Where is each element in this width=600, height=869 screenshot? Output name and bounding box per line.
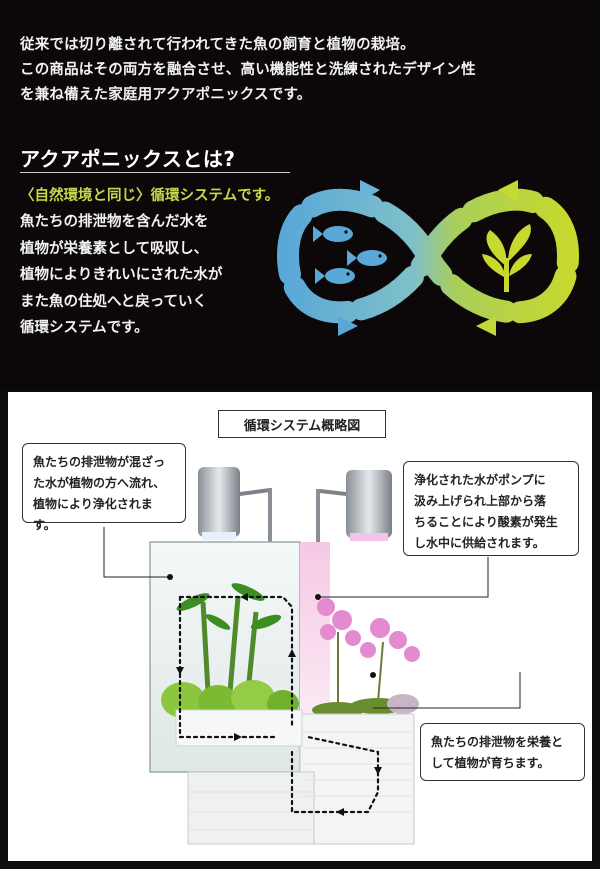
fish-icon <box>313 226 353 242</box>
callout-line: 浄化された水がポンプに <box>414 473 546 487</box>
section-subhead: 〈自然環境と同じ〉循環システムです。 <box>20 188 280 204</box>
callout-plant-growth: 魚たちの排泄物を栄養と して植物が育ちます。 <box>420 723 585 781</box>
callout-purification: 魚たちの排泄物が混ざっ た水が植物の方へ流れ、 植物により浄化されます。 <box>22 443 186 532</box>
diagram-title: 循環システム概略図 <box>218 410 386 438</box>
heading-divider <box>20 172 290 173</box>
callout-line: ちることにより酸素が発生 <box>414 515 558 529</box>
intro-line: 従来では切り離されて行われてきた魚の飼育と植物の栽培。 <box>20 37 415 53</box>
desc-line: また魚の住処へと戻っていく <box>20 293 208 310</box>
callout-line: して植物が育ちます。 <box>431 756 550 770</box>
intro-line: を兼ね備えた家庭用アクアポニックスです。 <box>20 87 312 103</box>
bottom-border <box>0 861 600 869</box>
callout-line: 魚たちの排泄物を栄養と <box>431 735 564 749</box>
section-description: 魚たちの排泄物を含んだ水を 植物が栄養素として吸収し、 植物によりきれいにされた… <box>20 209 290 342</box>
callout-line: 魚たちの排泄物が混ざっ <box>33 455 166 469</box>
fish-icon <box>315 268 355 284</box>
desc-line: 植物が栄養素として吸収し、 <box>20 240 209 257</box>
desc-line: 植物によりきれいにされた水が <box>20 267 223 283</box>
desc-line: 循環システムです。 <box>20 320 149 336</box>
intro-line: この商品はその両方を融合させ、高い機能性と洗練されたデザイン性 <box>20 62 476 78</box>
infinity-cycle-icon <box>276 180 580 336</box>
callout-line: し水中に供給されます。 <box>414 536 545 550</box>
desc-line: 魚たちの排泄物を含んだ水を <box>20 214 209 230</box>
section-heading: アクアポニックスとは? <box>20 147 236 171</box>
callout-line: 汲み上げられ上部から落 <box>414 494 547 508</box>
callout-line: 植物により浄化されます。 <box>33 497 153 532</box>
intro-text: 従来では切り離されて行われてきた魚の飼育と植物の栽培。 この商品はその両方を融合… <box>20 33 580 108</box>
callout-pump-oxygen: 浄化された水がポンプに 汲み上げられ上部から落 ちることにより酸素が発生 し水中… <box>403 461 579 556</box>
plant-icon <box>482 224 532 292</box>
aquaponics-product-illustration <box>103 467 521 845</box>
callout-line: た水が植物の方へ流れ、 <box>33 476 166 490</box>
fish-icon <box>347 250 387 266</box>
top-section: 従来では切り離されて行われてきた魚の飼育と植物の栽培。 この商品はその両方を融合… <box>0 0 600 390</box>
circulation-path <box>178 595 380 814</box>
